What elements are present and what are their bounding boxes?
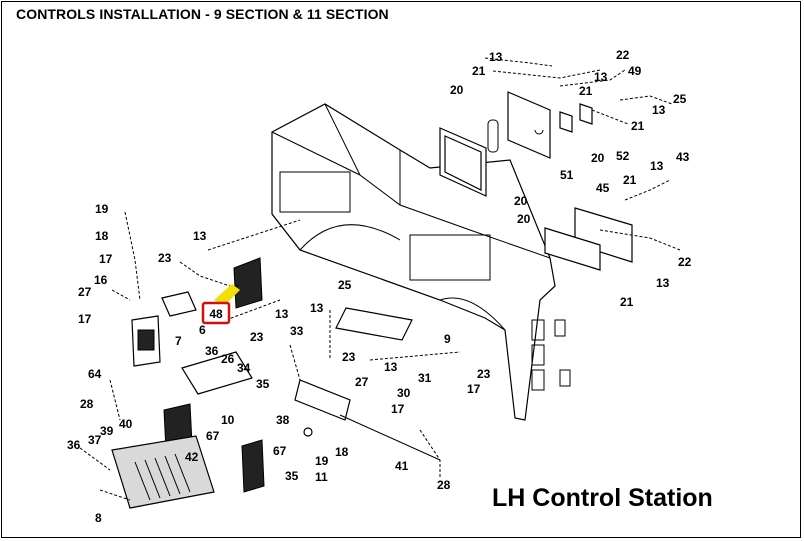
callout: 31: [418, 371, 432, 385]
callout: 20: [591, 151, 605, 165]
callout: 21: [623, 173, 637, 187]
callout: 23: [250, 330, 264, 344]
callout: 9: [444, 332, 451, 346]
callout: 19: [315, 454, 329, 468]
callout: 21: [620, 295, 634, 309]
callout: 19: [95, 202, 109, 216]
callout: 11: [315, 470, 328, 484]
callout: 25: [673, 92, 687, 106]
callout: 10: [221, 413, 235, 427]
callout: 22: [678, 255, 692, 269]
callout: 30: [397, 386, 411, 400]
callout: 21: [579, 84, 593, 98]
side-panels: [439, 91, 633, 271]
callout: 37: [88, 433, 102, 447]
callout: 22: [616, 48, 630, 62]
callout: 13: [650, 159, 664, 173]
callout: 13: [489, 50, 503, 64]
callout: 39: [100, 424, 114, 438]
callout: 25: [338, 278, 352, 292]
callout: 17: [391, 402, 405, 416]
callout: 7: [175, 334, 182, 348]
callout: 13: [656, 276, 670, 290]
callout: 17: [78, 312, 92, 326]
callout: 20: [517, 212, 531, 226]
callout: 23: [342, 350, 356, 364]
callout: 13: [193, 229, 207, 243]
callout: 41: [395, 459, 409, 473]
callout: 35: [285, 469, 299, 483]
callout: 18: [335, 445, 349, 459]
callout: 28: [437, 478, 451, 492]
callout: 21: [472, 64, 486, 78]
callout: 42: [185, 450, 199, 464]
callout: 28: [80, 397, 94, 411]
callout: 51: [560, 168, 574, 182]
callout: 27: [78, 285, 92, 299]
callout: 36: [205, 344, 219, 358]
callout: 13: [310, 301, 324, 315]
callout: 18: [95, 229, 109, 243]
callout: 23: [477, 367, 491, 381]
callout: 21: [631, 119, 645, 133]
callout: 13: [384, 360, 398, 374]
callout: 35: [256, 377, 270, 391]
callout: 52: [616, 149, 630, 163]
callout: 33: [290, 324, 304, 338]
callout-48: 48: [209, 307, 223, 321]
callout: 13: [594, 70, 608, 84]
callout: 23: [158, 251, 172, 265]
callout: 8: [95, 511, 102, 525]
callout: 34: [237, 361, 251, 375]
station-caption: LH Control Station: [492, 484, 713, 512]
callout: 13: [275, 307, 289, 321]
callout: 36: [67, 438, 81, 452]
callout: 13: [652, 103, 666, 117]
callout: 6: [199, 323, 206, 337]
callout: 17: [99, 252, 113, 266]
callout: 26: [221, 352, 235, 366]
highlight-48: 48: [201, 284, 240, 325]
callout: 16: [94, 273, 108, 287]
callout: 43: [676, 150, 690, 164]
left-components: [111, 257, 441, 509]
callout: 64: [88, 367, 102, 381]
callout: 49: [628, 64, 642, 78]
callout: 27: [355, 375, 369, 389]
callout: 45: [596, 181, 610, 195]
callout: 67: [206, 429, 220, 443]
page-title: CONTROLS INSTALLATION - 9 SECTION & 11 S…: [16, 6, 389, 22]
callout: 17: [467, 382, 481, 396]
callout-labels: 13 22 21 49 13 21 25 13 20 21 20 52 51 2…: [67, 48, 692, 525]
callout: 20: [450, 83, 464, 97]
leader-lines: [79, 57, 681, 501]
callout: 40: [119, 417, 133, 431]
callout: 67: [273, 444, 287, 458]
callout: 38: [276, 413, 290, 427]
callout: 20: [514, 194, 528, 208]
